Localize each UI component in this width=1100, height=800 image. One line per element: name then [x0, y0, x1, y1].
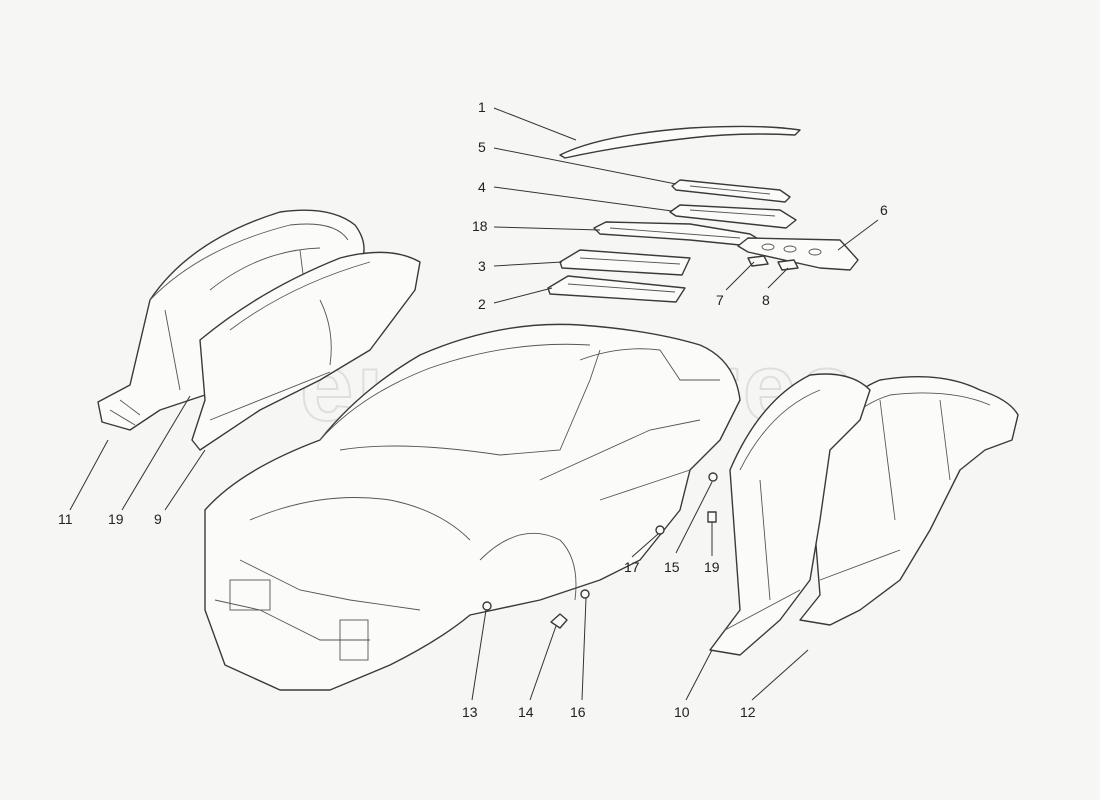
leader-10 [685, 649, 713, 701]
roof-crossmember-4 [669, 204, 797, 229]
right-inner-panel [709, 373, 871, 656]
leader-2 [493, 287, 553, 304]
callout-19-right: 19 [704, 559, 720, 575]
leader-15 [675, 481, 713, 554]
leader-5 [493, 147, 677, 185]
leader-7 [725, 261, 755, 291]
callout-11: 11 [58, 511, 73, 527]
leader-12 [751, 649, 809, 701]
fastener-17 [655, 525, 665, 535]
leader-17 [631, 533, 659, 558]
leader-3 [493, 261, 563, 267]
leader-19-left [121, 395, 191, 511]
left-inner-panel [191, 251, 421, 451]
fastener-14 [550, 613, 568, 629]
callout-5: 5 [478, 139, 486, 155]
roof-panel-2 [547, 275, 686, 303]
callout-7: 7 [716, 292, 724, 308]
callout-15: 15 [664, 559, 680, 575]
callout-3: 3 [478, 258, 486, 274]
fastener-15 [708, 472, 718, 482]
leader-lines [69, 107, 879, 701]
windscreen-frame-18 [593, 221, 761, 246]
roof-crossmember-5 [671, 179, 791, 203]
bracket-8 [777, 259, 799, 271]
rear-crossmember-6 [737, 237, 859, 271]
leader-11 [69, 439, 109, 511]
leader-8 [767, 267, 789, 289]
main-body-shell [204, 323, 741, 691]
callout-17: 17 [624, 559, 640, 575]
fastener-19-right [707, 511, 717, 523]
callout-14: 14 [518, 704, 534, 720]
callout-9: 9 [154, 511, 162, 527]
callout-1: 1 [478, 99, 486, 115]
leader-14 [529, 625, 557, 701]
leader-16 [581, 597, 587, 701]
leader-1 [493, 107, 577, 141]
callout-12: 12 [740, 704, 756, 720]
callout-4: 4 [478, 179, 486, 195]
callout-13: 13 [462, 704, 478, 720]
roof-panel-3 [559, 249, 691, 276]
leader-6 [837, 219, 879, 251]
leader-18 [493, 226, 601, 231]
leader-13 [471, 609, 487, 701]
fastener-13 [482, 601, 492, 611]
callout-16: 16 [570, 704, 586, 720]
callout-19-left: 19 [108, 511, 124, 527]
fastener-16 [580, 589, 590, 599]
leader-4 [493, 186, 673, 212]
callout-2: 2 [478, 296, 486, 312]
callout-labels: 1 5 4 18 3 2 6 7 8 11 19 9 17 15 19 13 1… [58, 99, 888, 720]
roof-panel [559, 125, 801, 159]
callout-6: 6 [880, 202, 888, 218]
callout-8: 8 [762, 292, 770, 308]
leader-9 [164, 449, 206, 511]
callout-10: 10 [674, 704, 690, 720]
callout-18: 18 [472, 218, 488, 234]
